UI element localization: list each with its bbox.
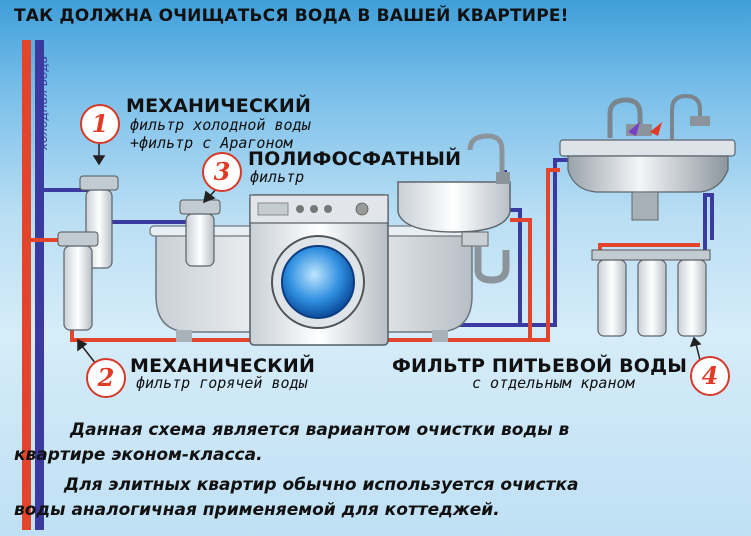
filter-3-title: ПОЛИФОСФАТНЫЙ xyxy=(248,148,462,170)
filter-2-line-1: фильтр горячей воды xyxy=(136,374,308,392)
filter-housing-3 xyxy=(179,199,221,267)
filter-housing-4 xyxy=(591,249,711,337)
washing-machine xyxy=(249,194,389,346)
filter-4-title: ФИЛЬТР ПИТЬЕВОЙ ВОДЫ xyxy=(392,355,688,377)
filter-3-line-1: фильтр xyxy=(250,168,305,186)
filter-2-number-badge: 2 xyxy=(86,358,126,398)
filter-2-title: МЕХАНИЧЕСКИЙ xyxy=(130,355,316,377)
hot-pipe-label: горячая вода xyxy=(18,65,32,150)
page-title: ТАК ДОЛЖНА ОЧИЩАТЬСЯ ВОДА В ВАШЕЙ КВАРТИ… xyxy=(14,6,569,26)
cold-pipe-label: холодная вода xyxy=(36,55,50,150)
filter-4-line-1: с отдельным краном xyxy=(472,374,635,392)
description-line-2: квартире эконом-класса. xyxy=(14,445,263,465)
filter-housing-1 xyxy=(79,175,119,269)
description-line-1: Данная схема является вариантом очистки … xyxy=(70,420,570,440)
filter-1-line-1: фильтр холодной воды xyxy=(130,116,311,134)
riser-cold-pipe xyxy=(35,40,44,530)
filter-1-line-2: +фильтр с Арагоном xyxy=(130,134,293,152)
filter-4-number-badge: 4 xyxy=(690,356,730,396)
description-line-3: Для элитных квартир обычно используется … xyxy=(64,475,579,495)
riser-hot-pipe xyxy=(22,40,31,530)
wash-basin xyxy=(397,133,511,284)
pointer-arrows xyxy=(77,142,702,365)
filter-1-number-badge: 1 xyxy=(80,104,120,144)
filter-1-title: МЕХАНИЧЕСКИЙ xyxy=(126,95,312,117)
filter-3-number-badge: 3 xyxy=(202,152,242,192)
filter-housing-2 xyxy=(57,231,99,331)
kitchen-sink xyxy=(559,93,736,221)
description-line-4: воды аналогичная применяемой для коттедж… xyxy=(14,500,500,520)
